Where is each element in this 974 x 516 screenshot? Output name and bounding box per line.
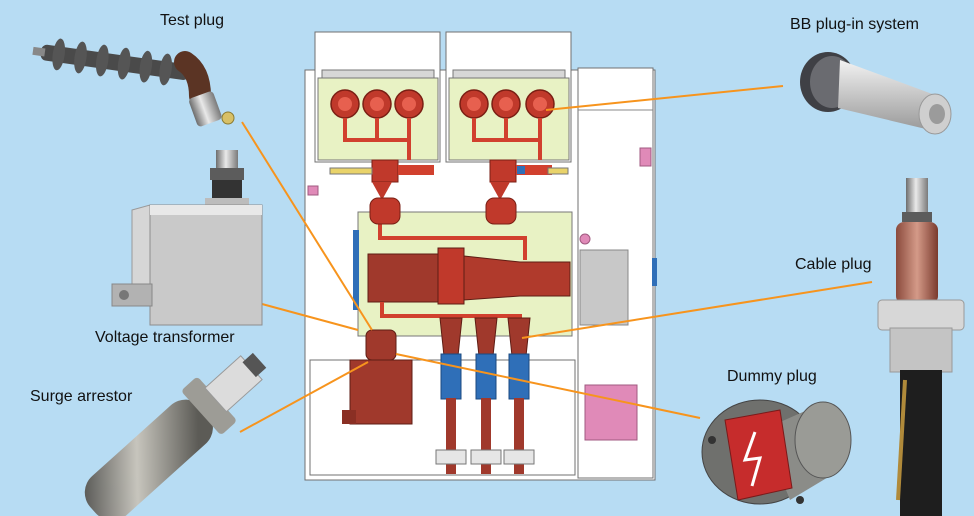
cable-bushings bbox=[435, 317, 535, 474]
label-test-plug: Test plug bbox=[160, 12, 225, 29]
voltage-transformer-image bbox=[111, 150, 263, 326]
label-surge-arrestor: Surge arrestor bbox=[30, 388, 133, 405]
surge-arrestor-image bbox=[84, 352, 267, 516]
label-cable-plug: Cable plug bbox=[795, 256, 872, 273]
label-bb-plug-in-system: BB plug-in system bbox=[790, 16, 919, 33]
label-voltage-transformer: Voltage transformer bbox=[95, 329, 235, 346]
cable-plug-image bbox=[877, 178, 965, 516]
dummy-plug-image bbox=[701, 399, 852, 505]
disconnector-parts bbox=[329, 159, 569, 200]
test-plug-image bbox=[32, 38, 235, 127]
busbar-compartment-right bbox=[448, 69, 570, 161]
label-dummy-plug: Dummy plug bbox=[727, 368, 817, 385]
bb-plug-in-system-image bbox=[800, 52, 952, 135]
cabinet-voltage-transformer bbox=[342, 329, 413, 425]
leader-lines bbox=[239, 85, 873, 433]
busbar-compartment-left bbox=[317, 69, 439, 161]
breaker-compartment bbox=[353, 197, 591, 337]
